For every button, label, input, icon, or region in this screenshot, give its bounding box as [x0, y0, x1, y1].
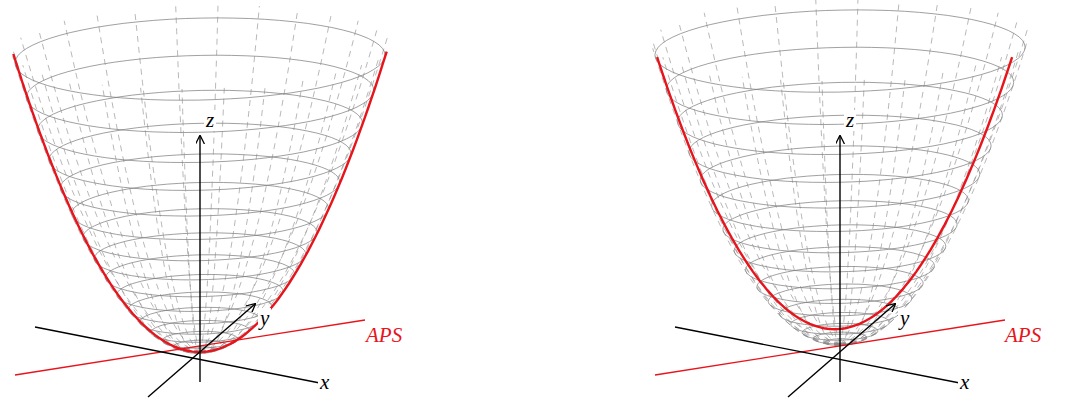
surface-meridian — [176, 6, 200, 352]
surface-meridian — [42, 73, 200, 352]
surface-meridian — [200, 73, 336, 352]
intersection-curve — [657, 57, 1012, 329]
y-axis — [788, 304, 895, 397]
surface-meridian — [678, 21, 840, 344]
surface-meridian — [652, 39, 840, 344]
surface-meridian — [737, 6, 840, 344]
surface-meridian — [840, 0, 899, 344]
surface-meridian — [200, 6, 259, 352]
surface-meridian — [200, 85, 265, 353]
surface-meridian — [102, 85, 200, 353]
plane-label: APS — [1003, 325, 1043, 346]
surface-meridian — [742, 77, 840, 345]
surface-meridian — [200, 80, 303, 353]
surface-meridian — [200, 88, 224, 353]
surface-meridian — [200, 47, 388, 352]
surface-meridian — [822, 81, 840, 345]
surface-meridian — [653, 48, 840, 344]
y-axis — [148, 304, 255, 397]
surface-meridian — [709, 72, 840, 345]
surface-meridian — [775, 1, 840, 344]
x-axis — [675, 327, 970, 385]
surface-meridian — [200, 14, 331, 352]
surface-meridian — [840, 0, 858, 344]
surface-meridian — [200, 38, 387, 352]
surface-meridian — [200, 21, 358, 352]
surface-meridian — [200, 56, 379, 352]
surface-meridian — [781, 80, 840, 345]
axis-label: z — [204, 110, 216, 131]
surface-meridian — [840, 13, 998, 344]
surface-meridian — [840, 39, 1028, 344]
surface-meridian — [12, 47, 200, 352]
surface-meridian — [182, 89, 200, 353]
axis-label: z — [844, 110, 856, 131]
x-axis — [35, 327, 330, 385]
surface-meridian — [97, 14, 200, 352]
surface-meridian — [64, 21, 200, 352]
z-axis — [839, 136, 840, 382]
surface-meridian — [13, 56, 200, 352]
surface-meridian — [200, 5, 218, 352]
surface-meridian — [840, 77, 905, 345]
surface-meridian — [141, 88, 200, 353]
surface-meridian — [661, 30, 840, 344]
surface-meridian — [200, 65, 362, 352]
surface-meridian — [840, 48, 1019, 344]
surface-meridian — [21, 38, 200, 352]
axis-label: y — [898, 308, 911, 329]
aps-line — [15, 320, 365, 375]
axis-label: x — [318, 372, 331, 393]
axis-label: y — [258, 308, 271, 329]
aps-line — [655, 320, 1005, 375]
surface-meridian — [682, 65, 840, 344]
axis-label: x — [958, 372, 971, 393]
surface-meridian — [840, 6, 971, 344]
plane-label: APS — [364, 325, 404, 346]
surface-meridian — [816, 0, 840, 344]
surface-meridian — [135, 9, 200, 352]
surface-meridian — [69, 80, 200, 353]
surface-meridian — [840, 72, 943, 345]
surface-meridian — [840, 30, 1027, 344]
surface-meridian — [840, 80, 864, 345]
z-axis — [199, 136, 200, 382]
surface-meridian — [840, 57, 1002, 344]
